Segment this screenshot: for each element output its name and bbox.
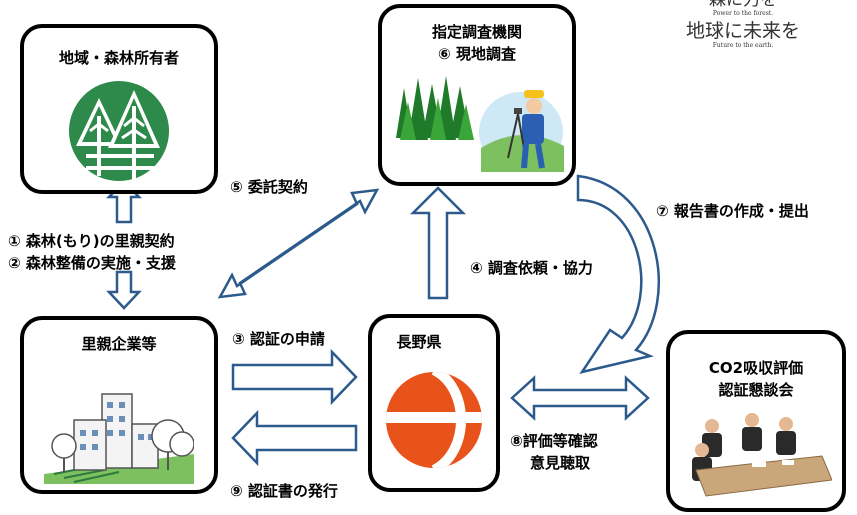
slogan-line1: 森に力を <box>709 0 777 10</box>
arrow-apply <box>231 348 358 406</box>
arrow-report <box>576 174 661 374</box>
step2-label: ② 森林整備の実施・支援 <box>8 254 176 272</box>
slogan: 森に力を Power to the forest. 地球に未来を Future … <box>668 0 818 50</box>
step5-label: ⑤ 委託契約 <box>230 178 308 196</box>
committee-box: CO2吸収評価 認証懇談会 <box>666 330 846 512</box>
company-box: 里親企業等 <box>20 316 218 494</box>
slogan-line2: 地球に未来を <box>685 20 800 42</box>
prefecture-box: 長野県 <box>368 314 500 492</box>
arrow-issue <box>231 409 358 467</box>
arrow-company-agency <box>217 188 380 299</box>
committee-title-1: CO2吸収評価 <box>708 359 804 377</box>
forest-logo-icon <box>69 81 169 181</box>
meeting-icon <box>692 413 832 497</box>
company-title: 里親企業等 <box>81 335 157 353</box>
owner-box: 地域・森林所有者 <box>20 24 218 194</box>
slogan-line1-sub: Power to the forest. <box>712 10 774 17</box>
nagano-emblem-icon <box>386 372 482 468</box>
step1-label: ① 森林(もり)の里親契約 <box>8 232 175 250</box>
arrow-prefecture-committee <box>510 375 650 421</box>
agency-box: 指定調査機関 ⑥ 現地調査 <box>378 4 576 186</box>
slogan-line2-sub: Future to the earth. <box>712 42 774 49</box>
step7-label: ⑦ 報告書の作成・提出 <box>656 202 809 220</box>
arrow-company-down <box>106 270 142 310</box>
forest-survey-icon <box>396 76 564 172</box>
step3-label: ③ 認証の申請 <box>232 330 325 348</box>
step9-label: ⑨ 認証書の発行 <box>230 482 338 500</box>
prefecture-title: 長野県 <box>396 333 442 351</box>
step8-label-2: 意見聴取 <box>530 454 591 472</box>
agency-subtitle: ⑥ 現地調査 <box>438 45 516 63</box>
step4-label: ④ 調査依頼・協力 <box>470 259 593 277</box>
arrow-prefecture-agency <box>409 186 467 300</box>
owner-title: 地域・森林所有者 <box>58 49 179 67</box>
building-icon <box>44 393 194 484</box>
agency-title: 指定調査機関 <box>431 23 522 41</box>
step8-label-1: ⑧評価等確認 <box>510 432 598 450</box>
committee-title-2: 認証懇談会 <box>718 381 794 399</box>
